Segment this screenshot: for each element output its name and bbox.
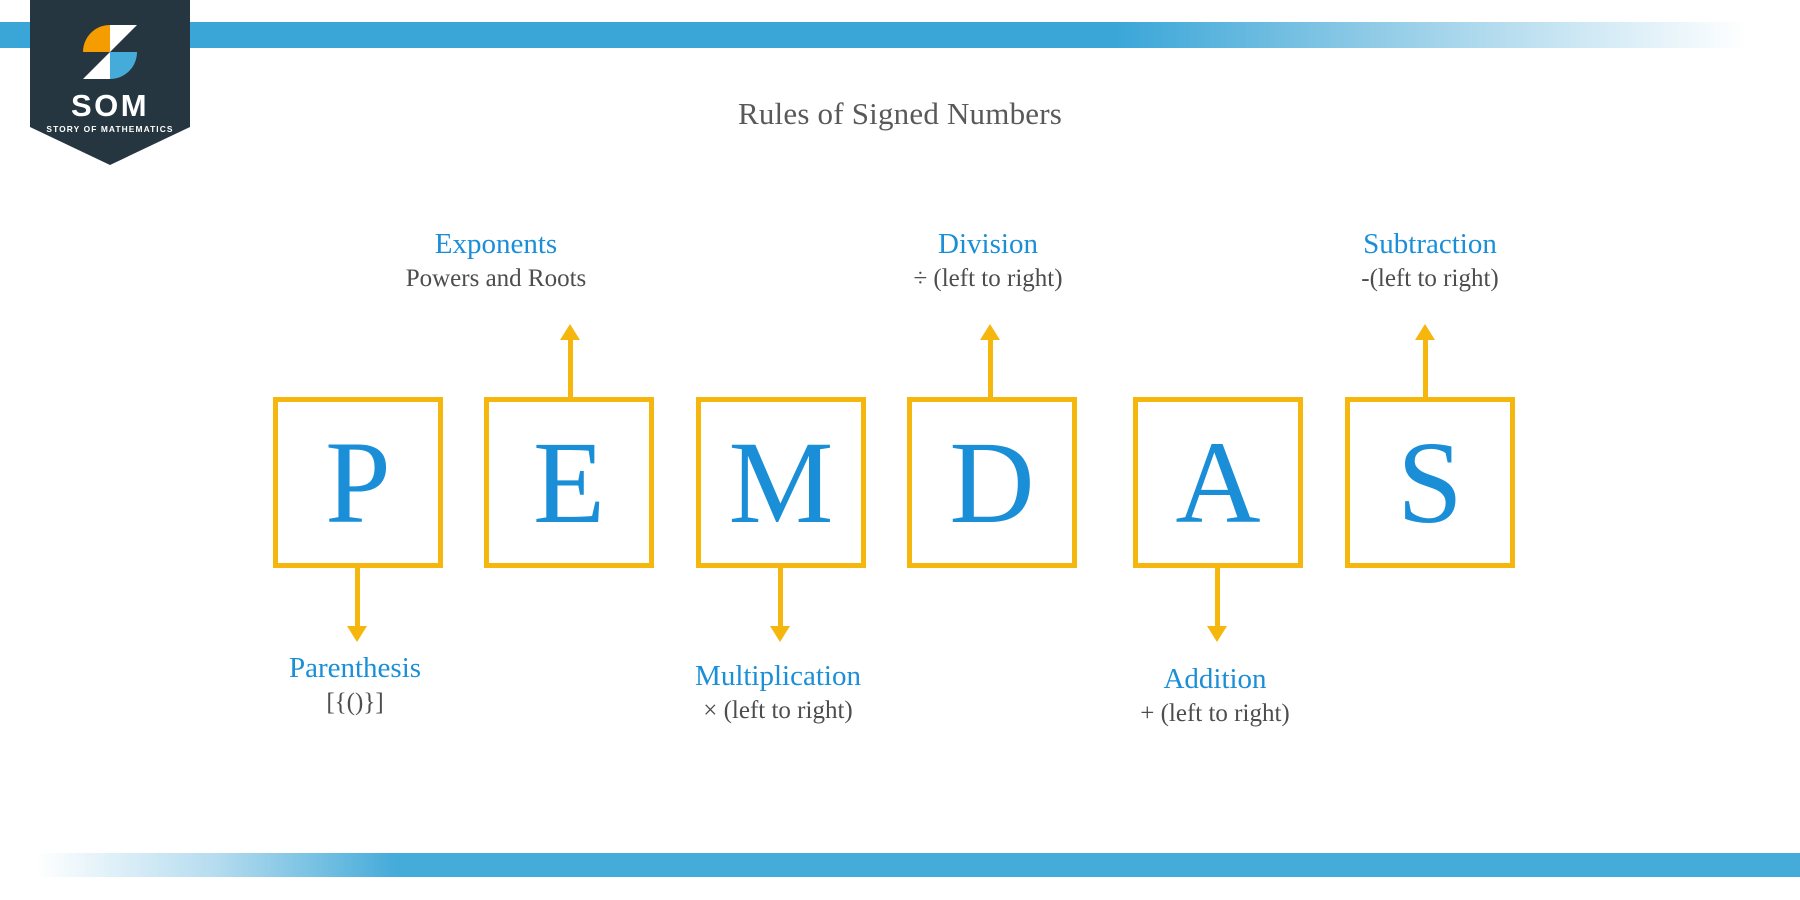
label-addition: Addition + (left to right)	[1090, 663, 1340, 729]
pemdas-box-p[interactable]: P	[273, 397, 443, 568]
label-addition-detail: + (left to right)	[1140, 700, 1290, 728]
label-parenthesis-title: Parenthesis	[288, 652, 422, 684]
arrow-line-division	[988, 340, 993, 398]
pemdas-box-s[interactable]: S	[1345, 397, 1515, 568]
pemdas-letter-m: M	[728, 416, 834, 548]
label-subtraction-title: Subtraction	[1363, 228, 1497, 260]
label-parenthesis-detail: [{()}]	[326, 689, 384, 717]
label-exponents-title: Exponents	[434, 228, 558, 260]
arrow-head-exponents	[560, 324, 580, 340]
label-parenthesis: Parenthesis [{()}]	[230, 652, 480, 718]
pemdas-letter-p: P	[325, 416, 391, 548]
arrow-head-multiplication	[770, 626, 790, 642]
label-division-title: Division	[938, 228, 1038, 260]
label-division: Division ÷ (left to right)	[863, 228, 1113, 294]
label-division-detail: ÷ (left to right)	[913, 265, 1063, 293]
label-multiplication-detail: × (left to right)	[703, 697, 853, 725]
label-exponents: Exponents Powers and Roots	[371, 228, 621, 294]
pemdas-letter-a: A	[1175, 416, 1261, 548]
arrow-line-multiplication	[778, 568, 783, 626]
pemdas-letter-e: E	[532, 416, 606, 548]
pemdas-box-m[interactable]: M	[696, 397, 866, 568]
top-accent-bar	[0, 22, 1800, 48]
arrow-line-parenthesis	[355, 568, 360, 626]
label-subtraction-detail: -(left to right)	[1361, 265, 1499, 293]
som-monogram-icon	[83, 25, 137, 79]
pemdas-letter-d: D	[949, 416, 1035, 548]
arrow-line-addition	[1215, 568, 1220, 626]
arrow-head-addition	[1207, 626, 1227, 642]
label-addition-title: Addition	[1163, 663, 1267, 695]
brand-tagline: STORY OF MATHEMATICS	[46, 124, 174, 134]
arrow-head-subtraction	[1415, 324, 1435, 340]
arrow-head-parenthesis	[347, 626, 367, 642]
pemdas-box-a[interactable]: A	[1133, 397, 1303, 568]
pemdas-box-d[interactable]: D	[907, 397, 1077, 568]
arrow-head-division	[980, 324, 1000, 340]
label-multiplication: Multiplication × (left to right)	[628, 660, 928, 726]
label-exponents-detail: Powers and Roots	[405, 265, 587, 293]
brand-name: SOM	[70, 88, 150, 123]
arrow-line-exponents	[568, 340, 573, 398]
label-multiplication-title: Multiplication	[695, 660, 861, 692]
page-title: Rules of Signed Numbers	[737, 96, 1063, 131]
arrow-line-subtraction	[1423, 340, 1428, 398]
pemdas-box-e[interactable]: E	[484, 397, 654, 568]
label-subtraction: Subtraction -(left to right)	[1285, 228, 1575, 294]
pemdas-letter-s: S	[1397, 416, 1463, 548]
bottom-accent-bar	[0, 853, 1800, 877]
som-logo-badge: SOM STORY OF MATHEMATICS	[30, 0, 190, 165]
